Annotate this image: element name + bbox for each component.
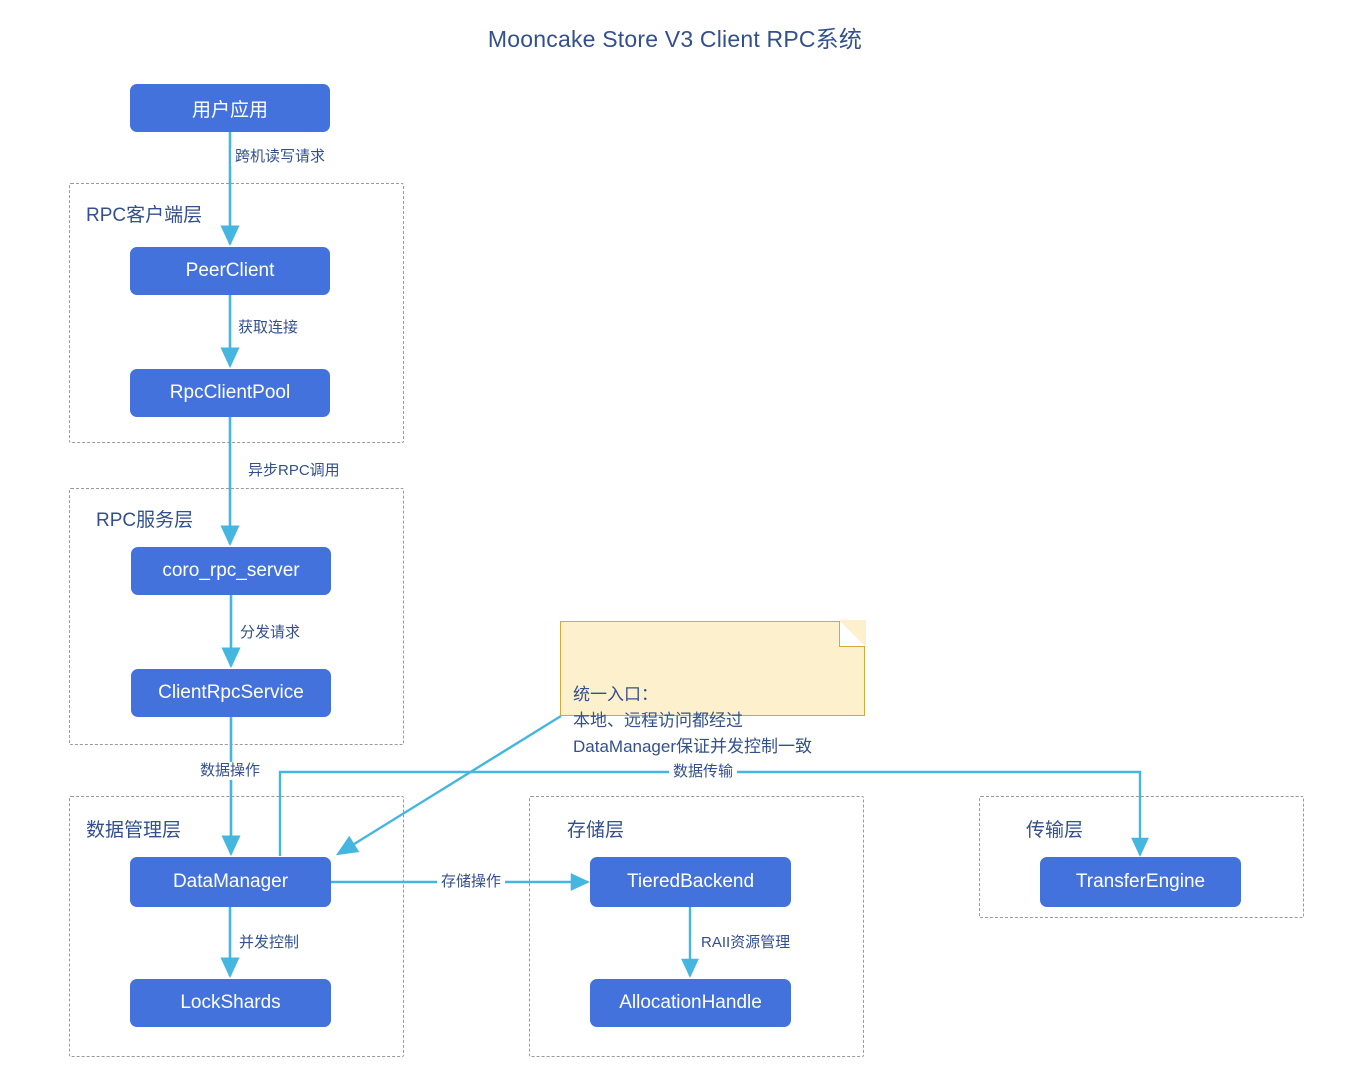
node-allocation-handle[interactable]: AllocationHandle bbox=[590, 979, 791, 1027]
cluster-data-mgmt-label: 数据管理层 bbox=[86, 820, 182, 841]
edge-label-storage-operation: 存储操作 bbox=[437, 873, 506, 891]
node-allocation-handle-label: AllocationHandle bbox=[619, 992, 762, 1013]
node-transfer-engine[interactable]: TransferEngine bbox=[1040, 857, 1241, 907]
page-title: Mooncake Store V3 Client RPC系统 bbox=[487, 26, 863, 52]
unified-entry-note-text: 统一入口： 本地、远程访问都经过 DataManager保证并发控制一致 bbox=[573, 685, 813, 756]
edge-label-raii-resource-mgmt: RAII资源管理 bbox=[697, 934, 795, 952]
node-rpc-client-pool-label: RpcClientPool bbox=[169, 382, 291, 403]
node-data-manager-label: DataManager bbox=[172, 871, 289, 892]
node-tiered-backend-label: TieredBackend bbox=[626, 871, 755, 892]
node-lock-shards-label: LockShards bbox=[180, 992, 281, 1013]
cluster-storage-label: 存储层 bbox=[567, 820, 625, 841]
node-rpc-client-pool[interactable]: RpcClientPool bbox=[130, 369, 330, 417]
cluster-transport-label: 传输层 bbox=[1026, 820, 1084, 841]
edge-label-data-transfer: 数据传输 bbox=[669, 763, 738, 781]
cluster-storage bbox=[529, 796, 864, 1057]
cluster-rpc-client bbox=[69, 183, 404, 443]
edge-label-concurrency-control: 并发控制 bbox=[235, 934, 304, 952]
node-coro-rpc-server-label: coro_rpc_server bbox=[162, 560, 300, 581]
cluster-rpc-service bbox=[69, 488, 404, 745]
node-client-rpc-service[interactable]: ClientRpcService bbox=[131, 669, 331, 717]
edge-label-acquire-connection: 获取连接 bbox=[234, 319, 303, 337]
edge-label-data-operation: 数据操作 bbox=[196, 762, 265, 780]
node-transfer-engine-label: TransferEngine bbox=[1075, 871, 1206, 892]
node-user-app-label: 用户应用 bbox=[191, 99, 268, 121]
node-user-app[interactable]: 用户应用 bbox=[130, 84, 330, 132]
node-data-manager[interactable]: DataManager bbox=[130, 857, 331, 907]
node-tiered-backend[interactable]: TieredBackend bbox=[590, 857, 791, 907]
unified-entry-note: 统一入口： 本地、远程访问都经过 DataManager保证并发控制一致 bbox=[560, 620, 866, 756]
cluster-data-mgmt bbox=[69, 796, 404, 1057]
node-lock-shards[interactable]: LockShards bbox=[130, 979, 331, 1027]
node-peer-client[interactable]: PeerClient bbox=[130, 247, 330, 295]
edge-label-async-rpc-call: 异步RPC调用 bbox=[244, 462, 344, 480]
cluster-transport bbox=[979, 796, 1304, 918]
node-coro-rpc-server[interactable]: coro_rpc_server bbox=[131, 547, 331, 595]
node-client-rpc-service-label: ClientRpcService bbox=[158, 682, 304, 703]
cluster-rpc-service-label: RPC服务层 bbox=[96, 510, 194, 531]
note-fold-corner bbox=[839, 620, 866, 647]
node-peer-client-label: PeerClient bbox=[185, 260, 275, 281]
edge-label-dispatch-request: 分发请求 bbox=[236, 624, 305, 642]
cluster-rpc-client-label: RPC客户端层 bbox=[86, 205, 203, 226]
edge-label-cross-host-rw: 跨机读写请求 bbox=[231, 148, 330, 166]
